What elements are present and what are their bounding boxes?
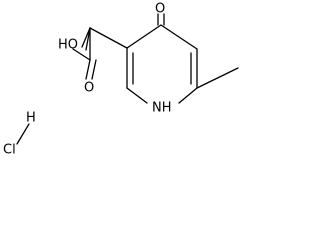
bond-c2-n1 — [126, 87, 148, 104]
bond-c6-methyl — [196, 67, 239, 89]
bond-cooh-oh — [85, 27, 91, 51]
bond-cooh-carbonyl-double — [91, 59, 97, 80]
bond-c3-cooh — [89, 27, 128, 49]
nitrogen-label: NH — [152, 101, 172, 116]
hydroxyl-label: HO — [58, 38, 78, 53]
chlorine-label: Cl — [3, 143, 16, 156]
bond-cooh-oh — [81, 27, 91, 48]
bond-cooh-hydroxyl — [72, 48, 91, 61]
oxygen-ketone-label: O — [155, 2, 165, 17]
bond-cooh-carbonyl — [85, 59, 91, 80]
structure-diagram: O HO O NH H Cl — [3, 2, 239, 156]
bond-c3-c4 — [126, 24, 162, 49]
hydrogen-label: H — [26, 111, 36, 126]
bond-c4-c5 — [160, 24, 198, 50]
chemical-structure-svg: O HO O NH H Cl — [3, 2, 239, 156]
bond-c6-n1 — [178, 87, 198, 104]
oxygen-carbonyl-label: O — [84, 81, 94, 96]
bond-h-cl — [16, 123, 30, 145]
